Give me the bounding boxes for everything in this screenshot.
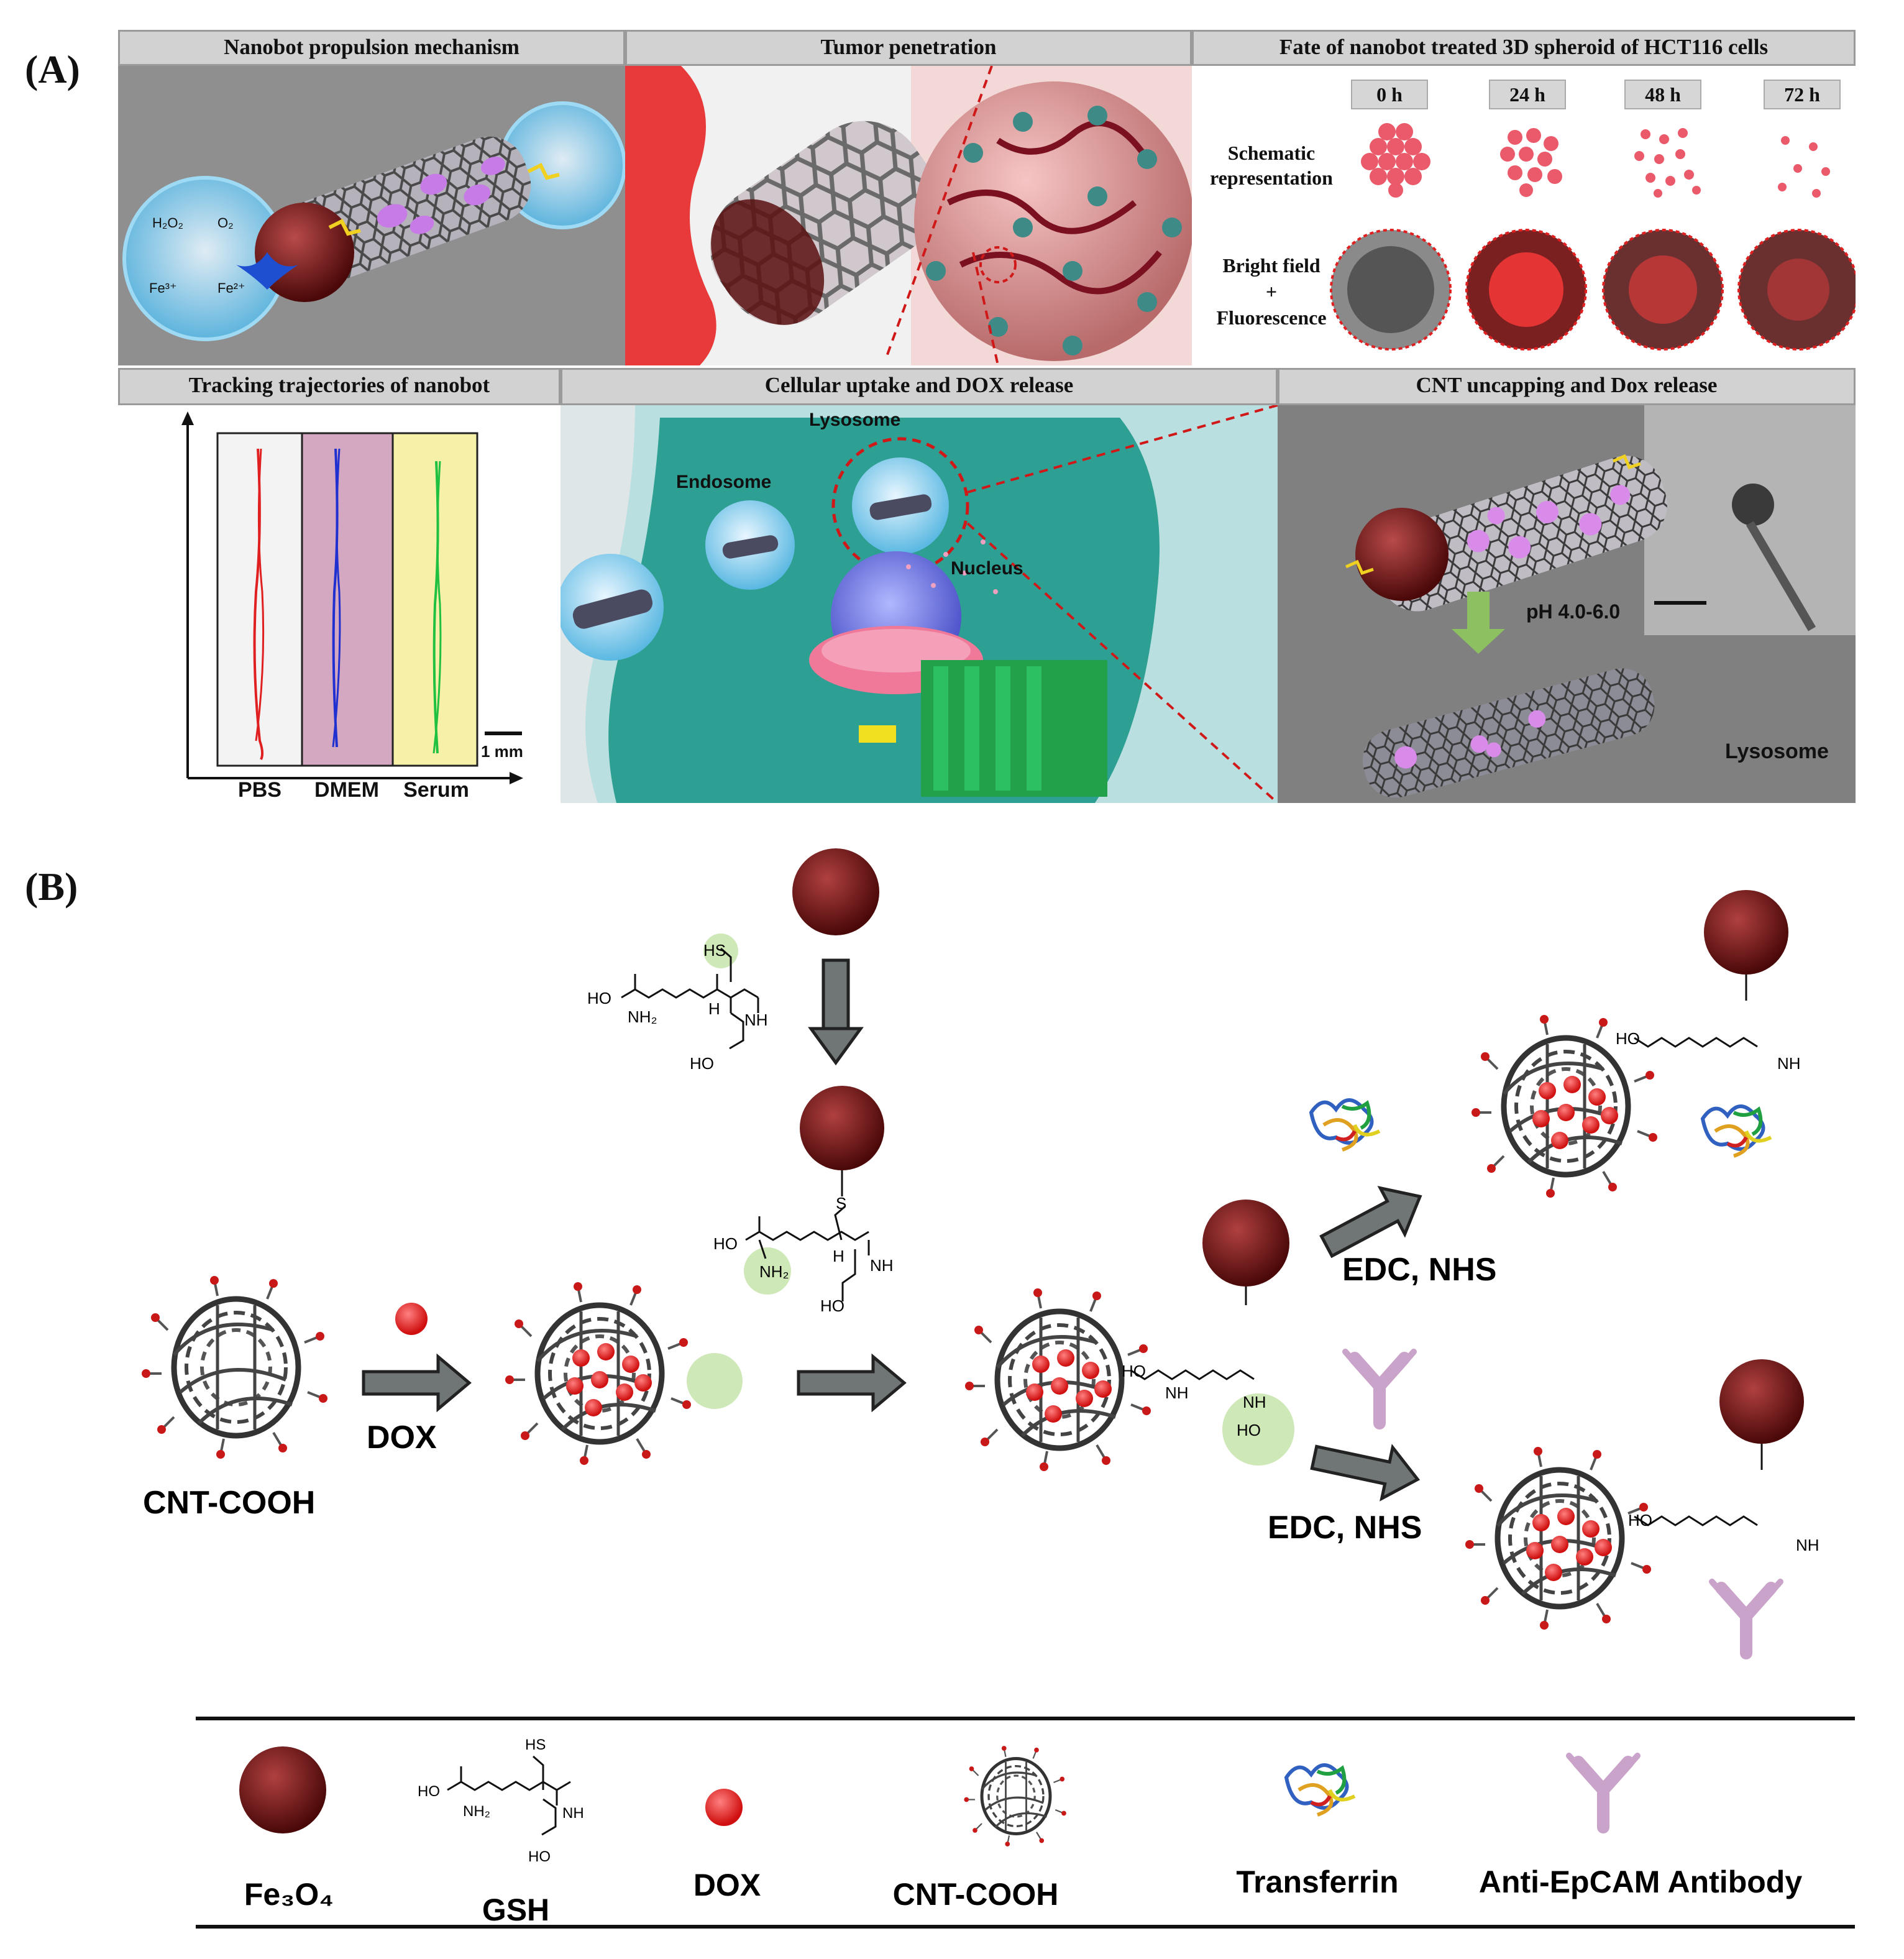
dox-step-label: DOX <box>367 1420 437 1456</box>
legend-chem-nh2: NH₂ <box>463 1803 490 1820</box>
edc-nhs-bottom: EDC, NHS <box>1268 1510 1422 1546</box>
time-label-24h: 24 h <box>1489 80 1566 109</box>
propulsion-image: H₂O₂ O₂ Fe³⁺ Fe²⁺ <box>118 66 625 365</box>
chem-h-mid: H <box>833 1247 844 1265</box>
time-label-72h: 72 h <box>1764 80 1841 109</box>
uncap-lysosome-label: Lysosome <box>1725 740 1829 763</box>
legend-chem-nh: NH <box>562 1805 584 1822</box>
chem-nh2-mid: NH₂ <box>759 1262 789 1281</box>
chem-hs-top: HS <box>703 941 726 960</box>
header-propulsion: Nanobot propulsion mechanism <box>118 30 625 66</box>
chem-nh-t: NH <box>1777 1054 1801 1073</box>
chem-nh-c2: NH <box>1243 1393 1266 1411</box>
chem-nh-mid: NH <box>870 1256 894 1275</box>
legend-cnt-icon <box>964 1746 1066 1847</box>
legend-fe3o4-icon <box>239 1746 326 1833</box>
fate-panel: Schematic representation Bright field + … <box>1192 66 1856 365</box>
legend-chem-hs: HS <box>525 1736 546 1753</box>
brightfield-label-3: Fluorescence <box>1216 306 1327 329</box>
fe3-label: Fe³⁺ <box>149 280 177 296</box>
o2-label: O₂ <box>217 215 234 231</box>
legend-gsh-icon <box>447 1755 571 1836</box>
chem-nh-top: NH <box>744 1011 768 1029</box>
schematic-48h <box>1634 128 1701 198</box>
nucleus-label: Nucleus <box>951 558 1023 579</box>
legend-antibody-label: Anti-EpCAM Antibody <box>1479 1865 1802 1899</box>
tumor-penetration-image <box>625 66 1192 365</box>
schematic-label-1: Schematic <box>1227 142 1316 164</box>
cnt-cooh-start-label: CNT-COOH <box>143 1485 315 1521</box>
chem-ho-c1: HO <box>1122 1362 1146 1380</box>
brightfield-label-2: + <box>1265 280 1278 303</box>
chem-ho-mid: HO <box>713 1234 738 1253</box>
header-tracking: Tracking trajectories of nanobot <box>118 368 561 405</box>
cellular-uptake-image: Lysosome Endosome Nucleus <box>561 405 1278 803</box>
fe2-label: Fe²⁺ <box>217 280 245 296</box>
edc-nhs-top: EDC, NHS <box>1342 1252 1496 1288</box>
legend-cnt-label: CNT-COOH <box>893 1877 1059 1912</box>
medium-dmem: DMEM <box>314 778 379 802</box>
schematic-0h <box>1361 123 1430 198</box>
panel-a-label: (A) <box>25 47 80 91</box>
legend-transferrin-label: Transferrin <box>1236 1865 1398 1899</box>
medium-serum: Serum <box>403 778 469 802</box>
tracking-panel: 1 mm PBS DMEM Serum <box>118 405 561 803</box>
chem-ho-top: HO <box>587 989 611 1007</box>
legend-dox-label: DOX <box>693 1868 761 1902</box>
header-fate: Fate of nanobot treated 3D spheroid of H… <box>1192 30 1856 66</box>
chem-ho-mid2: HO <box>820 1296 844 1315</box>
schematic-72h <box>1778 136 1830 198</box>
synthesis-scheme: HS HO NH₂ H NH HO S HO NH₂ H NH HO HO NH… <box>0 848 1855 1929</box>
endosome-label: Endosome <box>676 472 771 492</box>
chem-ho-top2: HO <box>690 1054 714 1073</box>
header-penetration: Tumor penetration <box>625 30 1192 66</box>
legend-chem-ho2: HO <box>528 1848 551 1865</box>
uncapping-image: pH 4.0-6.0 Lysosome <box>1278 405 1856 803</box>
chem-ho-c2: HO <box>1237 1421 1261 1439</box>
chem-nh-a: NH <box>1796 1536 1819 1554</box>
schematic-24h <box>1500 128 1562 197</box>
legend-fe3o4-label: Fe₃O₄ <box>244 1877 334 1912</box>
chem-nh-c1: NH <box>1165 1383 1189 1402</box>
chem-ho-a: HO <box>1628 1511 1652 1530</box>
time-label-0h: 0 h <box>1351 80 1428 109</box>
fluorescence-images <box>1330 229 1856 351</box>
chem-ho-t: HO <box>1616 1029 1640 1048</box>
legend-dox-icon <box>705 1789 743 1826</box>
ph-label: pH 4.0-6.0 <box>1526 600 1620 623</box>
medium-pbs: PBS <box>238 778 281 802</box>
header-uncapping: CNT uncapping and Dox release <box>1278 368 1856 405</box>
legend-antibody-icon <box>1569 1756 1637 1827</box>
brightfield-label-1: Bright field <box>1222 254 1320 277</box>
legend-gsh-label: GSH <box>482 1892 549 1927</box>
chem-nh2-top: NH₂ <box>628 1007 657 1026</box>
header-uptake: Cellular uptake and DOX release <box>561 368 1278 405</box>
legend-transferrin-icon <box>1286 1765 1355 1815</box>
chem-h-top: H <box>708 999 720 1018</box>
panel-b-label: (B) <box>25 865 78 909</box>
schematic-label-2: representation <box>1210 167 1333 189</box>
scale-bar-label: 1 mm <box>481 742 523 761</box>
lysosome-label: Lysosome <box>809 410 900 430</box>
legend-chem-ho: HO <box>418 1783 440 1800</box>
h2o2-label: H₂O₂ <box>152 215 183 231</box>
time-label-48h: 48 h <box>1624 80 1701 109</box>
